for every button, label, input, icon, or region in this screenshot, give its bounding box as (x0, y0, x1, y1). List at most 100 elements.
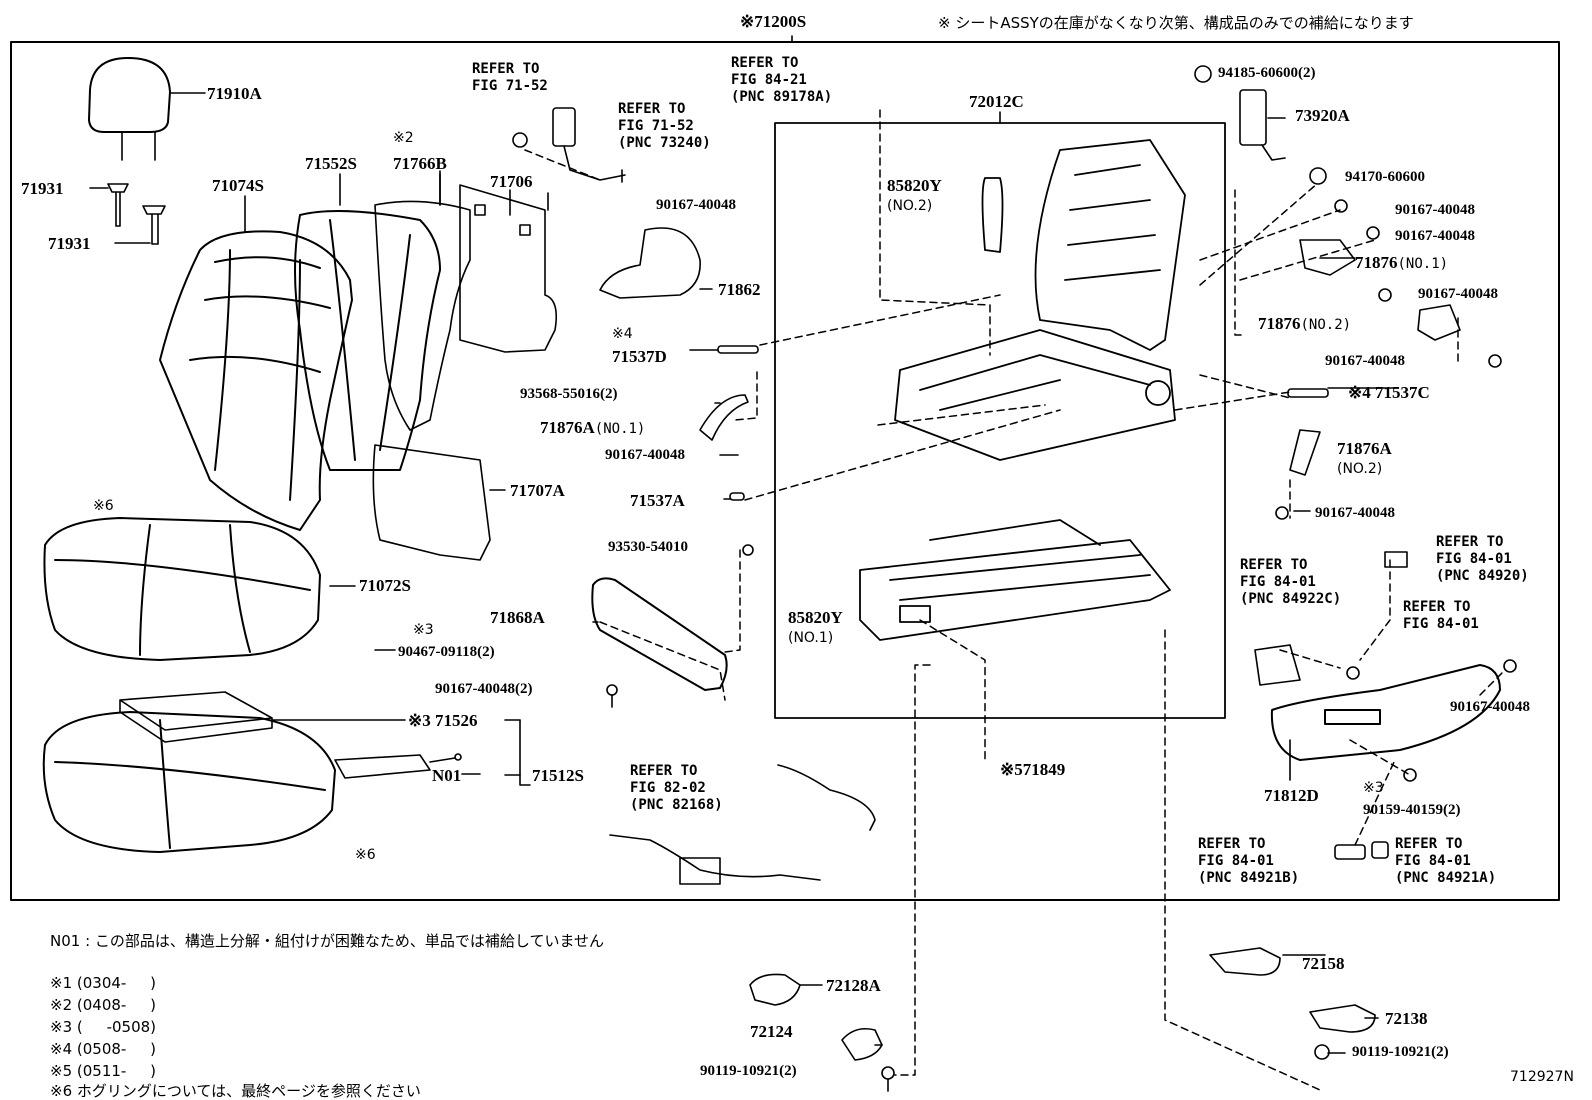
part-90159: 90159-40159(2) (1363, 802, 1461, 818)
refer-fig-84-01-84921b: REFER TO FIG 84-01 (PNC 84921B) (1198, 836, 1300, 886)
part-71552s: 71552S (305, 154, 357, 173)
part-93568: 93568-55016(2) (520, 386, 618, 402)
part-85820y-no2-suffix: (NO.2) (887, 198, 933, 214)
cover-71876-no1-drawing (1299, 239, 1356, 276)
dashed-assembly-lines (524, 109, 1506, 1091)
hog-ring-note-a: ※6 (93, 498, 114, 514)
cap-72138-drawing (1309, 1004, 1376, 1033)
heater-pad-drawing (119, 691, 273, 743)
heater-element-drawing (334, 753, 462, 779)
part-90167-top: 90167-40048 (656, 197, 736, 213)
seatback-board-drawing (374, 200, 471, 431)
part-71862: 71862 (718, 280, 761, 299)
part-90467-mark: ※3 (413, 622, 434, 638)
refer-fig-84-21: REFER TO FIG 84-21 (PNC 89178A) (731, 55, 833, 105)
cap-72158-drawing (1209, 947, 1281, 976)
part-71876-no1-suffix: (NO.1) (1397, 256, 1449, 272)
part-90159-mark: ※3 (1363, 780, 1384, 796)
part-90167-r4: 90167-40048 (1325, 353, 1405, 369)
part-85820y-no1-suffix: (NO.1) (788, 630, 834, 646)
seatbelt-buckle-drawing (512, 107, 626, 183)
refer-fig-82-02: REFER TO FIG 82-02 (PNC 82168) (630, 763, 723, 813)
seatback-cover-drawing (159, 230, 353, 531)
part-73920a: 73920A (1295, 106, 1350, 125)
part-90167-mid: 90167-40048 (605, 447, 685, 463)
refer-fig-84-01-84922c: REFER TO FIG 84-01 (PNC 84922C) (1240, 557, 1342, 607)
part-71931-a: 71931 (21, 179, 64, 198)
part-71537a: 71537A (630, 491, 685, 510)
part-71876a-no2: 71876A (1337, 439, 1392, 458)
part-71766b: 71766B (393, 154, 447, 173)
part-71868a: 71868A (490, 608, 545, 627)
part-71876-no1: 71876(NO.1) (1355, 254, 1448, 271)
headrest-support-drawing (107, 183, 166, 245)
refer-fig-71-52-b: REFER TO FIG 71-52 (PNC 73240) (618, 101, 711, 151)
assy-note: ※ シートASSYの在庫がなくなり次第、構成品のみでの補給になります (938, 14, 1414, 32)
part-71766b-mark: ※2 (393, 130, 414, 146)
figure-id: 712927N (1510, 1069, 1574, 1085)
part-90167-r5: 90167-40048 (1315, 505, 1395, 521)
part-71876-no1-number: 71876 (1355, 253, 1398, 272)
refer-fig-84-01-84921a: REFER TO FIG 84-01 (PNC 84921A) (1395, 836, 1497, 886)
refer-fig-71-52-a: REFER TO FIG 71-52 (472, 61, 548, 94)
part-71876-no2-suffix: (NO.2) (1300, 317, 1352, 333)
part-71707a: 71707A (510, 481, 565, 500)
part-85820y-no2: 85820Y (887, 176, 942, 195)
part-72012c: 72012C (969, 92, 1024, 111)
part-85820y-no1: 85820Y (788, 608, 843, 627)
part-90167-r6: 90167-40048 (1450, 699, 1530, 715)
footnote-3: ※3 ( -0508) (50, 1018, 157, 1036)
diagram-frame (10, 41, 1560, 901)
part-71526: ※3 71526 (408, 711, 478, 730)
cap-72128a-drawing (749, 973, 801, 1006)
refer-fig-84-01: REFER TO FIG 84-01 (1403, 599, 1479, 632)
footnote-6: ※6 ホグリングについては、最終ページを参照ください (50, 1082, 421, 1100)
part-71537d-mark: ※4 (612, 326, 633, 342)
switch-73920a-drawing (1194, 65, 1286, 161)
footnote-2: ※2 (0408- ) (50, 996, 157, 1014)
refer-fig-84-01-84920: REFER TO FIG 84-01 (PNC 84920) (1436, 534, 1529, 584)
part-71876a-no2-suffix: (NO.2) (1337, 461, 1383, 477)
headrest-drawing (88, 57, 171, 161)
seat-cushion-pad-drawing (42, 711, 336, 853)
frame-group-box (774, 122, 1226, 719)
part-71074s: 71074S (212, 176, 264, 195)
cover-71876-no2-drawing (1417, 304, 1461, 341)
wire-harness-drawing (609, 764, 876, 885)
part-71876a-no1-suffix: (NO.1) (594, 421, 646, 437)
lever-71876a-no2-drawing (1289, 429, 1321, 476)
spacer-71537c-drawing (1287, 388, 1329, 398)
part-n01: N01 (432, 766, 462, 785)
leader-lines (89, 92, 1396, 1054)
lever-71876a-drawing (699, 394, 749, 441)
assy-label: ※71200S (740, 12, 807, 31)
part-90167-2: 90167-40048(2) (435, 681, 533, 697)
part-90467: 90467-09118(2) (398, 644, 495, 660)
seat-adjuster-drawing (859, 519, 1171, 641)
part-71512s: 71512S (532, 766, 584, 785)
back-board-drawing (459, 184, 558, 353)
seat-frame-drawing (894, 139, 1186, 461)
part-90119-left: 90119-10921(2) (700, 1063, 797, 1079)
part-71910a: 71910A (207, 84, 262, 103)
part-94185: 94185-60600(2) (1218, 65, 1316, 81)
footnote-n01: N01 : この部品は、構造上分解・組付けが困難なため、単品では補給していません (50, 932, 605, 950)
part-71876a-no1-number: 71876A (540, 418, 595, 437)
part-72128a: 72128A (826, 976, 881, 995)
footnote-4: ※4 (0508- ) (50, 1040, 157, 1058)
part-72158: 72158 (1302, 954, 1345, 973)
part-571849: ※571849 (1000, 760, 1066, 779)
seat-cushion-cover-drawing (43, 517, 321, 661)
part-71537c: ※4 71537C (1348, 383, 1430, 402)
part-93530: 93530-54010 (608, 539, 688, 555)
side-shield-drawing (599, 227, 701, 299)
part-71876-no2: 71876(NO.2) (1258, 315, 1351, 332)
clip-94170-drawing (1309, 167, 1327, 185)
part-71876a-no1: 71876A(NO.1) (540, 419, 645, 436)
part-90119-right: 90119-10921(2) (1352, 1044, 1449, 1060)
lower-back-panel-drawing (372, 444, 491, 561)
spacer-71537a-drawing (729, 492, 745, 501)
part-71537d: 71537D (612, 347, 667, 366)
part-71706: 71706 (490, 172, 533, 191)
